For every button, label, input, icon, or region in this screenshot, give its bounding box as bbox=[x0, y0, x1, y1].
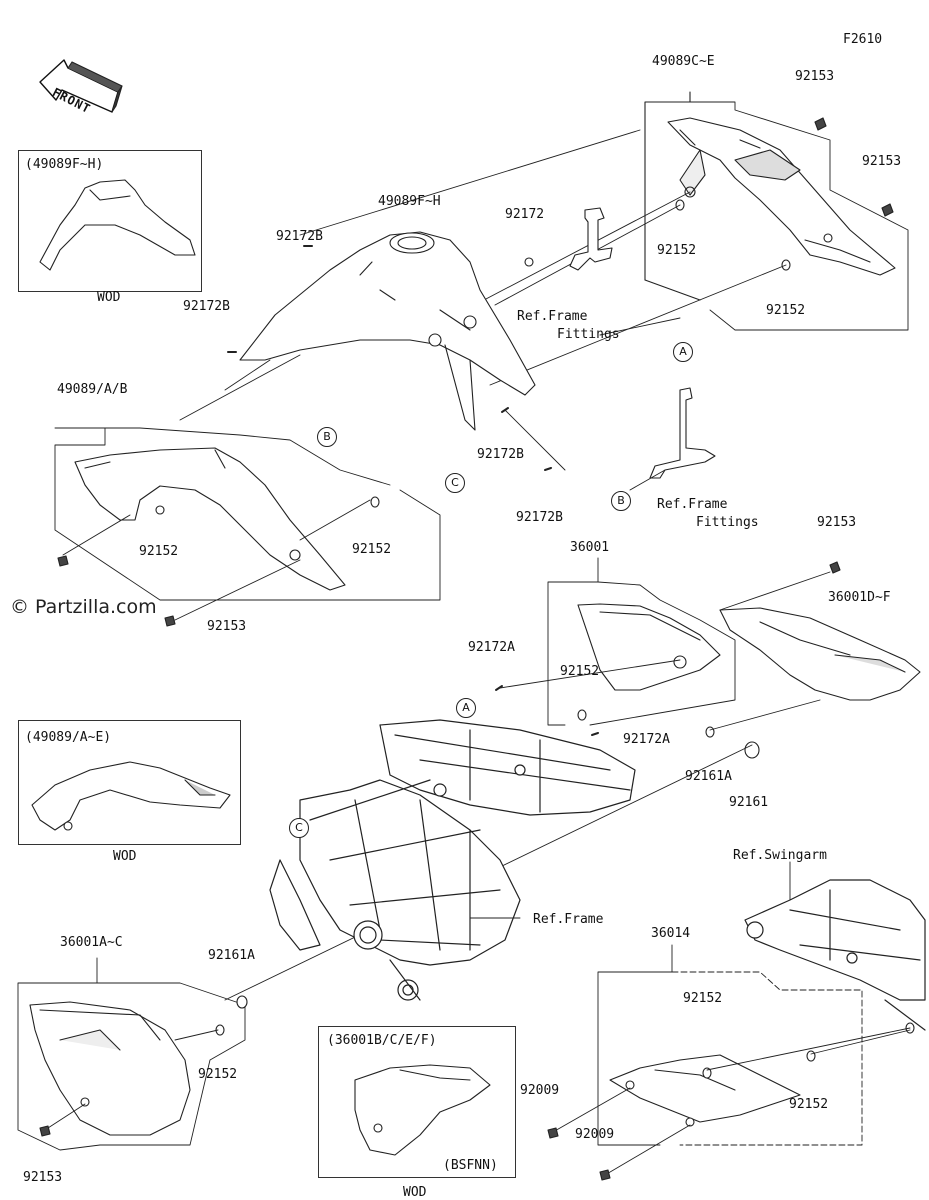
label-92152-b: 92152 bbox=[766, 303, 806, 318]
label-92172b-4: 92172B bbox=[516, 510, 563, 525]
inset-49089ae bbox=[18, 720, 241, 845]
label-92152-d: 92152 bbox=[352, 542, 392, 557]
label-92172b-3: 92172B bbox=[477, 447, 524, 462]
callout-c-top: C bbox=[445, 473, 465, 493]
label-92172: 92172 bbox=[505, 207, 545, 222]
label-ref-frame: Ref.Frame bbox=[533, 912, 604, 927]
label-49089fh: 49089F~H bbox=[378, 194, 441, 209]
label-92152-f: 92152 bbox=[683, 991, 723, 1006]
label-92161a-2: 92161A bbox=[208, 948, 255, 963]
label-fittings-2: Fittings bbox=[696, 515, 759, 530]
inset-49089fh bbox=[18, 150, 202, 292]
label-92152-g: 92152 bbox=[198, 1067, 238, 1082]
inset-36001bcef-tag: (BSFNN) bbox=[443, 1158, 498, 1173]
callout-c-frame: C bbox=[289, 818, 309, 838]
label-92009-2: 92009 bbox=[575, 1127, 615, 1142]
figure-id: F2610 bbox=[843, 32, 883, 47]
label-92152-e: 92152 bbox=[560, 664, 600, 679]
label-92153-top2: 92153 bbox=[862, 154, 902, 169]
label-92172a-1: 92172A bbox=[468, 640, 515, 655]
label-92152-h: 92152 bbox=[789, 1097, 829, 1112]
label-92152-a: 92152 bbox=[657, 243, 697, 258]
label-92153-mid: 92153 bbox=[817, 515, 857, 530]
inset-36001bcef-header: (36001B/C/E/F) bbox=[327, 1033, 437, 1048]
label-ref-swingarm: Ref.Swingarm bbox=[733, 848, 827, 863]
label-ref-frame-1: Ref.Frame bbox=[517, 309, 588, 324]
label-92172a-2: 92172A bbox=[623, 732, 670, 747]
label-92152-c: 92152 bbox=[139, 544, 179, 559]
label-92172b-1: 92172B bbox=[276, 229, 323, 244]
label-49089ce: 49089C~E bbox=[652, 54, 715, 69]
label-36014: 36014 bbox=[651, 926, 691, 941]
inset-49089ae-footer: WOD bbox=[113, 849, 137, 864]
label-fittings-1: Fittings bbox=[557, 327, 620, 342]
inset-49089ae-header: (49089/A~E) bbox=[25, 730, 112, 745]
callout-b-top: B bbox=[317, 427, 337, 447]
inset-49089fh-header: (49089F~H) bbox=[25, 157, 104, 172]
label-49089ab: 49089/A/B bbox=[57, 382, 128, 397]
label-92009-1: 92009 bbox=[520, 1083, 560, 1098]
front-arrow-icon bbox=[39, 59, 123, 113]
label-92153-left: 92153 bbox=[207, 619, 247, 634]
label-36001ac: 36001A~C bbox=[60, 935, 123, 950]
label-92172b-2: 92172B bbox=[183, 299, 230, 314]
label-92153-top1: 92153 bbox=[795, 69, 835, 84]
callout-a-top: A bbox=[673, 342, 693, 362]
label-92153-bottom: 92153 bbox=[23, 1170, 63, 1185]
inset-36001bcef-footer: WOD bbox=[403, 1185, 427, 1200]
label-36001df: 36001D~F bbox=[828, 590, 891, 605]
label-ref-frame-2: Ref.Frame bbox=[657, 497, 728, 512]
label-36001: 36001 bbox=[570, 540, 610, 555]
inset-36001bcef bbox=[318, 1026, 516, 1178]
label-92161a-1: 92161A bbox=[685, 769, 732, 784]
callout-b-fittings: B bbox=[611, 491, 631, 511]
inset-49089fh-footer: WOD bbox=[97, 290, 121, 305]
label-92161: 92161 bbox=[729, 795, 769, 810]
callout-a-frame: A bbox=[456, 698, 476, 718]
watermark: © Partzilla.com bbox=[10, 596, 157, 618]
